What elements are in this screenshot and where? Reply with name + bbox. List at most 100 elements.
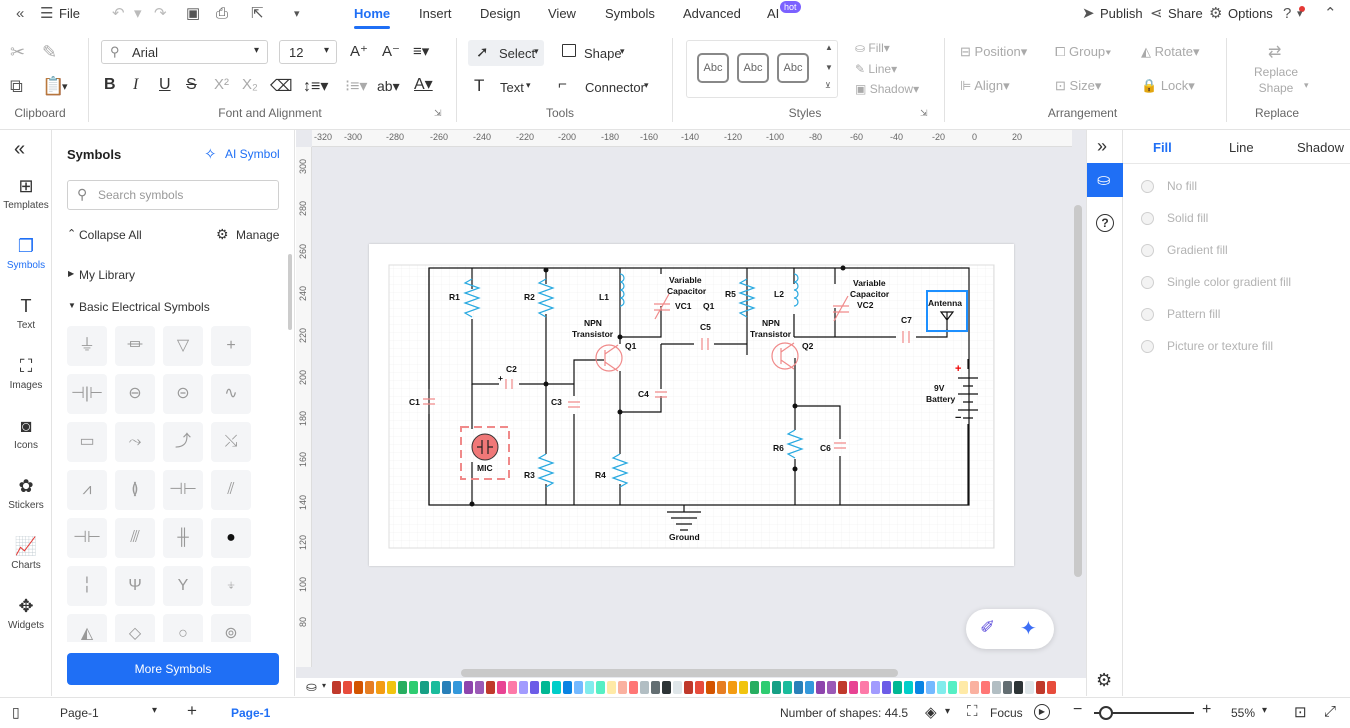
fill-option-solid[interactable]: Solid fill [1123, 202, 1350, 234]
color-swatch[interactable] [1003, 681, 1012, 694]
lamp-symbol[interactable]: ⊖ [115, 374, 155, 414]
line-spacing-icon[interactable]: ↕≡▾ [303, 78, 329, 95]
lock-button[interactable]: 🔒 Lock▾ [1141, 78, 1195, 93]
paste-dropdown-icon[interactable]: ▾ [62, 81, 68, 93]
lamp-circle-symbol[interactable]: ○ [163, 614, 203, 642]
chevron-down-icon[interactable]: ▼ [825, 63, 833, 72]
paste-icon[interactable]: 📋 [42, 76, 65, 96]
thermistor-symbol[interactable]: ⩘ [67, 470, 107, 510]
horizontal-scrollbar[interactable] [461, 669, 898, 677]
color-swatch[interactable] [431, 681, 440, 694]
fill-option-gradient[interactable]: Gradient fill [1123, 234, 1350, 266]
color-swatch[interactable] [662, 681, 671, 694]
fill-option-no-fill[interactable]: No fill [1123, 170, 1350, 202]
ground-symbol[interactable]: ⏚ [67, 326, 107, 366]
color-swatch[interactable] [772, 681, 781, 694]
ldr-symbol[interactable]: ≬ [115, 470, 155, 510]
shape-button[interactable]: Shape ▾ [560, 40, 630, 66]
color-swatch[interactable] [915, 681, 924, 694]
tab-design[interactable]: Design [480, 6, 521, 21]
color-swatch[interactable] [827, 681, 836, 694]
antenna-component[interactable] [926, 290, 968, 332]
color-swatch[interactable] [585, 681, 594, 694]
color-swatch[interactable] [970, 681, 979, 694]
style-preset-1[interactable]: Abc [697, 53, 729, 83]
tab-advanced[interactable]: Advanced [683, 6, 741, 21]
rail-icons[interactable]: ◙Icons [0, 416, 52, 451]
signal-ground-symbol[interactable]: ▽ [163, 326, 203, 366]
help-icon[interactable]: ? [1283, 5, 1292, 22]
potentiometer-symbol[interactable]: ⤴ [163, 422, 203, 462]
fuse-symbol[interactable]: ⊝ [163, 374, 203, 414]
color-swatch[interactable] [1036, 681, 1045, 694]
save-icon[interactable]: ▣ [186, 5, 201, 22]
antenna-symbol[interactable]: Ψ [115, 566, 155, 606]
color-swatch[interactable] [464, 681, 473, 694]
color-swatch[interactable] [607, 681, 616, 694]
fit-page-icon[interactable]: ⊡ [1294, 704, 1307, 721]
fill-panel-button[interactable]: ⛀ [1087, 163, 1123, 197]
menu-icon[interactable]: ☰ [40, 5, 54, 22]
expand-gallery-icon[interactable]: ⊻ [825, 81, 831, 90]
fill-option-picture[interactable]: Picture or texture fill [1123, 330, 1350, 362]
color-swatch[interactable] [508, 681, 517, 694]
tab-home[interactable]: Home [354, 0, 391, 30]
color-swatch[interactable] [486, 681, 495, 694]
junction-symbol[interactable]: + [211, 326, 251, 366]
color-swatch[interactable] [783, 681, 792, 694]
dot-junction-symbol[interactable]: ● [211, 518, 251, 558]
chevron-down-icon[interactable]: ▾ [1304, 80, 1309, 90]
align-icon[interactable]: ≡▾ [413, 43, 430, 60]
font-family-select[interactable]: ⚲ Arial ▾ [101, 40, 268, 64]
fill-option-single-gradient[interactable]: Single color gradient fill [1123, 266, 1350, 298]
color-swatch[interactable] [695, 681, 704, 694]
color-swatch[interactable] [1025, 681, 1034, 694]
tab-symbols[interactable]: Symbols [605, 6, 655, 21]
zoom-in-icon[interactable]: + [1202, 701, 1212, 718]
rail-images[interactable]: ⛶Images [0, 356, 52, 391]
polarized-capacitor-symbol[interactable]: ⊣⊢ [67, 518, 107, 558]
export-icon[interactable]: ⇱ [251, 5, 264, 22]
italic-icon[interactable]: I [133, 76, 139, 93]
color-swatch[interactable] [376, 681, 385, 694]
text-button[interactable]: T Text ▾ [474, 74, 538, 100]
rect-resistor-symbol[interactable]: ▭ [67, 422, 107, 462]
zoom-slider[interactable] [1094, 712, 1194, 714]
my-library-category[interactable]: My Library [79, 268, 136, 282]
zoom-level[interactable]: 55% [1231, 706, 1256, 720]
rail-charts[interactable]: 📈Charts [0, 536, 52, 571]
color-swatch[interactable] [365, 681, 374, 694]
fullscreen-icon[interactable]: ⤢ [1324, 703, 1337, 720]
manage-button[interactable]: Manage [236, 228, 280, 242]
strikethrough-icon[interactable]: S [186, 76, 197, 93]
tab-line[interactable]: Line [1229, 140, 1254, 155]
mic-component[interactable] [460, 426, 510, 480]
increase-font-icon[interactable]: A⁺ [350, 43, 368, 60]
style-preset-3[interactable]: Abc [777, 53, 809, 83]
variable-capacitor-symbol[interactable]: ⫽ [211, 470, 251, 510]
position-button[interactable]: ⊟ Position▾ [960, 44, 1028, 59]
color-swatch[interactable] [541, 681, 550, 694]
vertical-scrollbar[interactable] [1074, 205, 1082, 577]
help-dropdown-icon[interactable]: ▾ [1297, 8, 1303, 20]
ai-symbol-button[interactable]: AI Symbol [225, 147, 280, 161]
bold-icon[interactable]: B [104, 76, 116, 93]
color-swatch[interactable] [519, 681, 528, 694]
group-button[interactable]: ⧠ Group▾ [1055, 44, 1112, 59]
color-swatch[interactable] [904, 681, 913, 694]
color-swatches[interactable] [332, 681, 1072, 694]
color-swatch[interactable] [684, 681, 693, 694]
color-swatch[interactable] [1014, 681, 1023, 694]
panel-scrollbar[interactable] [288, 254, 292, 330]
zener-symbol[interactable]: ◇ [115, 614, 155, 642]
color-swatch[interactable] [948, 681, 957, 694]
diode-symbol[interactable]: ⍖ [211, 566, 251, 606]
ai-magic-wand-icon[interactable]: ✐ [980, 617, 996, 637]
collapse-all-button[interactable]: Collapse All [79, 228, 142, 242]
tab-shadow[interactable]: Shadow [1297, 140, 1344, 155]
diagram-page[interactable]: R1 R2 R3 R4 R5 R6 L1 L2 C1 C2 C3 C4 C5 C… [369, 244, 1014, 566]
color-swatch[interactable] [343, 681, 352, 694]
color-swatch[interactable] [398, 681, 407, 694]
color-swatch[interactable] [728, 681, 737, 694]
color-swatch[interactable] [475, 681, 484, 694]
